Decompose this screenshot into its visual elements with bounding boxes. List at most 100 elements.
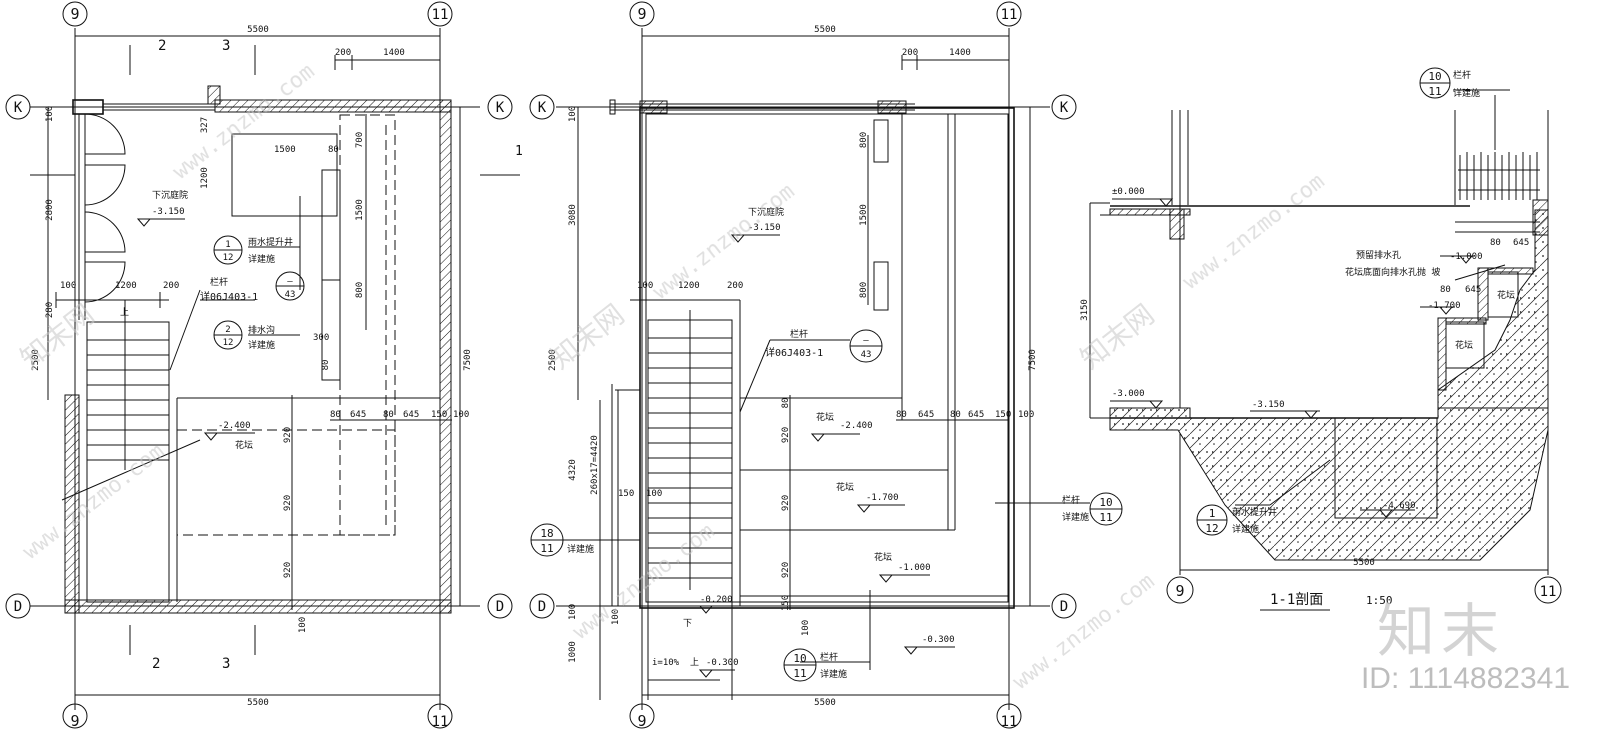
railing-pickets (1458, 152, 1540, 200)
dim-920: 920 (283, 562, 293, 578)
dim-300: 300 (313, 333, 329, 343)
elev-m3150: -3.150 (1252, 400, 1285, 410)
dim-800: 800 (859, 282, 869, 298)
label-drain-ditch: 排水沟 (248, 324, 275, 336)
dim-3080: 3080 (568, 204, 578, 226)
label-railing: 栏杆 (790, 328, 808, 340)
ref-10: 10 (1428, 70, 1441, 83)
dim-200: 200 (163, 281, 179, 291)
ref-10: 10 (1099, 496, 1112, 509)
ref-12: 12 (1205, 522, 1218, 535)
elev-m1000: -1.000 (898, 563, 931, 573)
ref-2: 2 (225, 325, 230, 335)
watermark-site: www.znzmo.com (1178, 169, 1329, 295)
dim-5500: 5500 (1353, 558, 1375, 568)
dim-80: 80 (321, 360, 331, 371)
dim-280: 280 (45, 302, 55, 318)
watermark-site-cn: 知末网 (14, 298, 101, 376)
label-planter: 花坛 (1497, 289, 1515, 301)
mark-up: 上 (690, 657, 699, 668)
label-sunken-court: 下沉庭院 (748, 206, 784, 218)
watermark-site: www.znzmo.com (1008, 569, 1159, 695)
stair-treads-left (87, 339, 169, 461)
watermark-site-cn: 知末网 (544, 298, 631, 376)
dim-920: 920 (781, 562, 791, 578)
dim-7500: 7500 (1028, 349, 1038, 371)
axis-K-left: K (14, 100, 23, 116)
section-title: 1-1剖面 (1270, 592, 1323, 608)
elev-m1700: -1.700 (1428, 301, 1461, 311)
ref-10: 10 (793, 652, 806, 665)
label-sunken-court: 下沉庭院 (152, 189, 188, 201)
label-planter-note: 花坛底面向排水孔抛 坡 (1345, 266, 1440, 278)
label-railing: 栏杆 (820, 651, 838, 663)
dim-1200: 1200 (200, 167, 210, 189)
dim-5500: 5500 (247, 25, 269, 35)
dim-100: 100 (611, 609, 621, 625)
elev-m1000: -1.000 (1450, 252, 1483, 262)
label-railing: 栏杆 (210, 276, 228, 288)
slope-note: i=10% (652, 658, 680, 668)
dim-920: 920 (781, 427, 791, 443)
ref-12: 12 (223, 338, 234, 348)
dim-80: 80 (896, 410, 907, 420)
dim-3150: 3150 (1080, 299, 1090, 321)
dim-645: 645 (403, 410, 419, 420)
plan-left (5, 1, 520, 729)
section-1-1 (1089, 67, 1562, 611)
dim-645: 645 (1513, 238, 1529, 248)
elev-m1700: -1.700 (866, 493, 899, 503)
axis-D-mid: D (538, 599, 546, 615)
dim-5500: 5500 (814, 25, 836, 35)
watermark-site: www.znzmo.com (648, 179, 799, 305)
ref-1: 1 (1209, 507, 1216, 520)
dim-920: 920 (781, 495, 791, 511)
label-planter: 花坛 (1455, 339, 1473, 351)
ref-43: 43 (285, 290, 296, 300)
dim-5500: 5500 (247, 698, 269, 708)
watermark-site: www.znzmo.com (568, 519, 719, 645)
dim-100: 100 (646, 489, 662, 499)
dim-1000: 1000 (568, 641, 578, 663)
axis-11-section: 11 (1540, 584, 1557, 600)
label-rain-well: 雨水提升井 (248, 236, 293, 248)
ref-43: 43 (861, 350, 872, 360)
dim-7500: 7500 (463, 349, 473, 371)
label-see-detail: 详建施 (1062, 511, 1089, 523)
dim-100: 100 (568, 604, 578, 620)
elev-m0300: -0.300 (706, 658, 739, 668)
dim-260x17: 260x17=4420 (590, 435, 600, 495)
dim-200: 200 (335, 48, 351, 58)
dim-2500: 2500 (548, 349, 558, 371)
elev-0000: ±0.000 (1112, 187, 1145, 197)
dim-150: 150 (431, 410, 447, 420)
label-railing-ref: 详06J403-1 (200, 290, 258, 303)
axis-D-left: D (14, 599, 22, 615)
dim-80: 80 (330, 410, 341, 420)
dim-150: 150 (995, 410, 1011, 420)
ref-dash: — (287, 277, 293, 287)
dim-100: 100 (1018, 410, 1034, 420)
dim-920: 920 (283, 427, 293, 443)
label-see-detail: 详建施 (1232, 523, 1259, 535)
dim-100: 100 (60, 281, 76, 291)
elev-m4690: -4.690 (1383, 501, 1416, 511)
dim-1400: 1400 (383, 48, 405, 58)
ref-11: 11 (1428, 85, 1441, 98)
dim-645: 645 (1465, 285, 1481, 295)
elev-m2400: -2.400 (218, 421, 251, 431)
dim-80: 80 (383, 410, 394, 420)
axis-9-section: 9 (1175, 582, 1184, 600)
label-see-detail: 详建施 (248, 253, 275, 265)
dim-200: 200 (727, 281, 743, 291)
ref-11: 11 (793, 667, 806, 680)
ref-18: 18 (540, 527, 553, 540)
drawing-text: 9 11 9 11 K K D D 5500 5500 200 1400 2 3… (14, 5, 1557, 730)
axis-K-mid-r: K (1060, 100, 1069, 116)
mark-down: 下 (683, 619, 692, 629)
mark-up: 上 (120, 307, 129, 318)
axis-D-left-r: D (496, 599, 504, 615)
label-planter: 花坛 (874, 551, 892, 563)
